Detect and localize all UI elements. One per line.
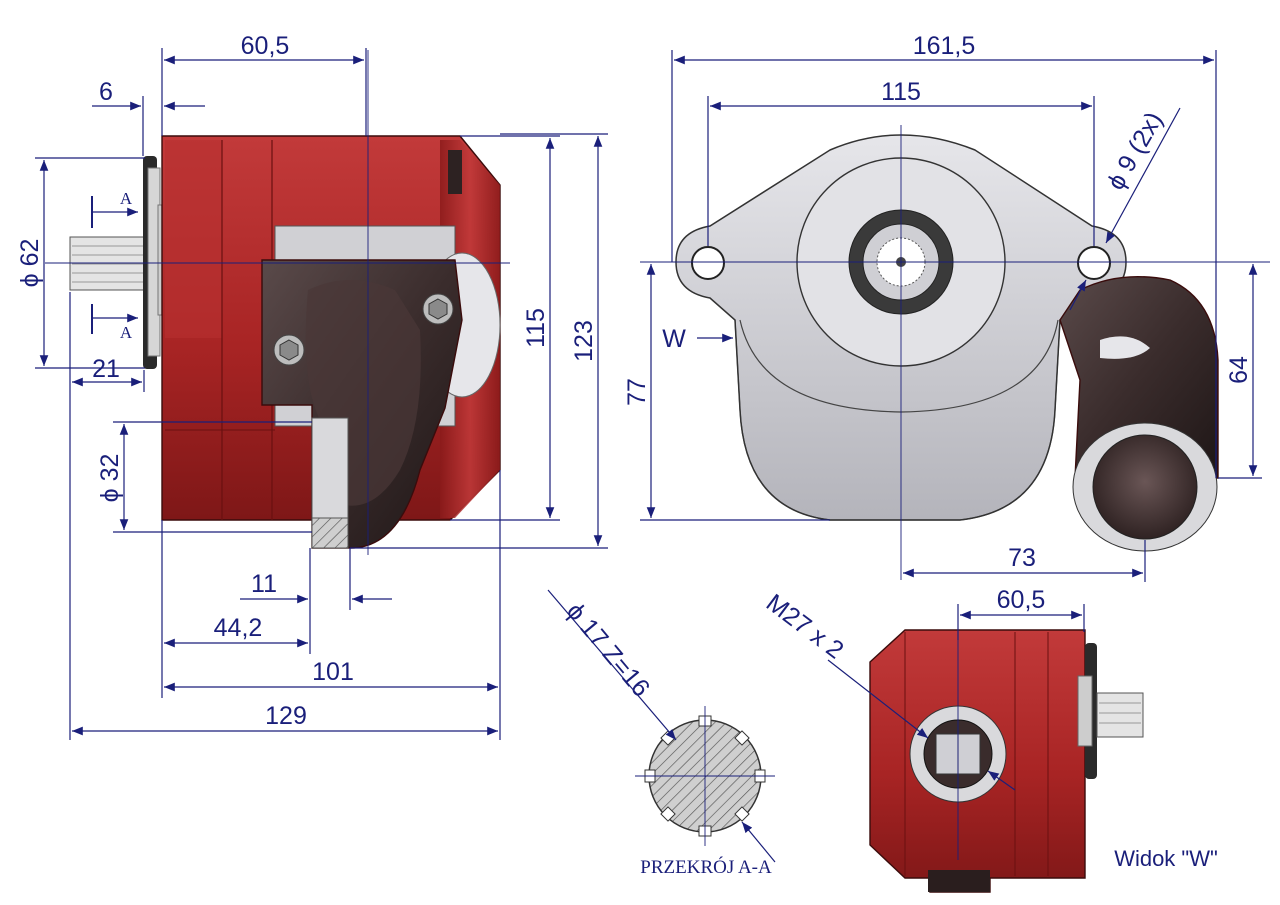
- dim-77: 77: [623, 378, 651, 406]
- dim-73: 73: [1008, 544, 1036, 572]
- dim-64: 64: [1225, 356, 1253, 384]
- front-view: [640, 125, 1270, 580]
- dim-21: 21: [92, 355, 120, 383]
- section-a-a: ϕ 17 Z=16 PRZEKRÓJ A-A: [547, 589, 776, 878]
- bolt-icon: [273, 334, 305, 366]
- view-w-arrow-label: W: [662, 325, 686, 353]
- mounting-hole-right: [1077, 246, 1111, 280]
- dim-115-side: 115: [522, 308, 550, 348]
- dim-11: 11: [251, 570, 277, 598]
- dim-60-5-view-w: 60,5: [997, 586, 1046, 614]
- dim-129: 129: [265, 702, 307, 730]
- dim-60-5-top: 60,5: [241, 32, 290, 60]
- dim-44-2: 44,2: [214, 614, 263, 642]
- dim-115-front: 115: [881, 78, 921, 106]
- view-w-title: Widok "W": [1114, 846, 1218, 871]
- spline-spec: ϕ 17 Z=16: [561, 597, 655, 702]
- dim-101: 101: [312, 658, 354, 686]
- view-w: 60,5 M27 x 2 Widok "W": [761, 586, 1218, 893]
- dim-161-5: 161,5: [913, 32, 976, 60]
- side-view: [45, 50, 510, 555]
- dim-phi-32: ϕ 32: [96, 454, 124, 503]
- mounting-hole-left: [691, 246, 725, 280]
- dim-6: 6: [99, 78, 113, 106]
- section-mark-a-top: A: [120, 189, 133, 208]
- thread-spec: M27 x 2: [761, 589, 849, 665]
- dim-phi-9: ϕ 9 (2x): [1102, 107, 1169, 194]
- section-title: PRZEKRÓJ A-A: [640, 856, 772, 878]
- dim-phi-62: ϕ 62: [16, 239, 44, 288]
- outlet-elbow-front: [1059, 276, 1219, 479]
- side-view-dimensions: 60,5 6 ϕ 62 A A 21 ϕ 32 115: [16, 32, 608, 740]
- section-mark-a-bottom: A: [120, 323, 133, 342]
- dim-123: 123: [570, 320, 598, 362]
- bolt-icon: [422, 293, 454, 325]
